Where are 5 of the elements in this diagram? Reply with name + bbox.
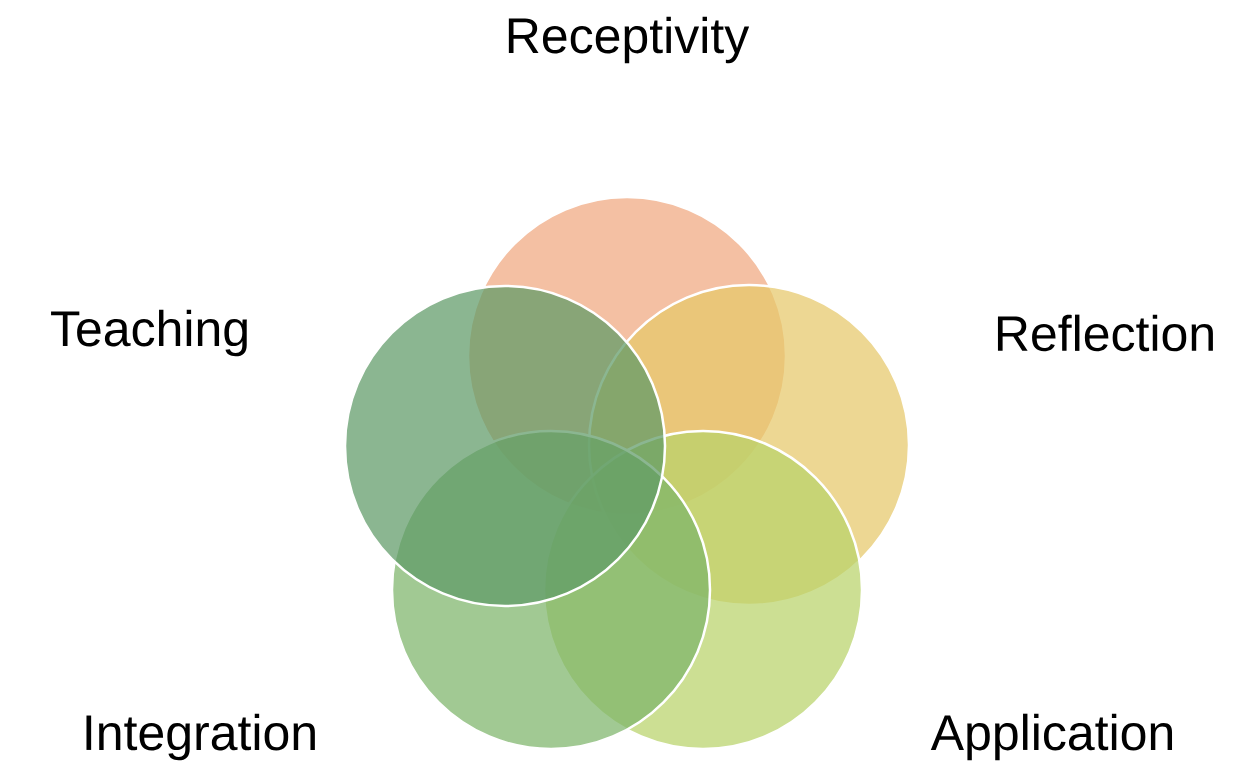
circle-label: Integration [86,713,315,761]
circle-label: Teaching [51,309,247,357]
circle-label: Application [930,713,1172,761]
circle-label: Reflection [997,314,1213,352]
circle-label: Receptivity [508,16,750,64]
